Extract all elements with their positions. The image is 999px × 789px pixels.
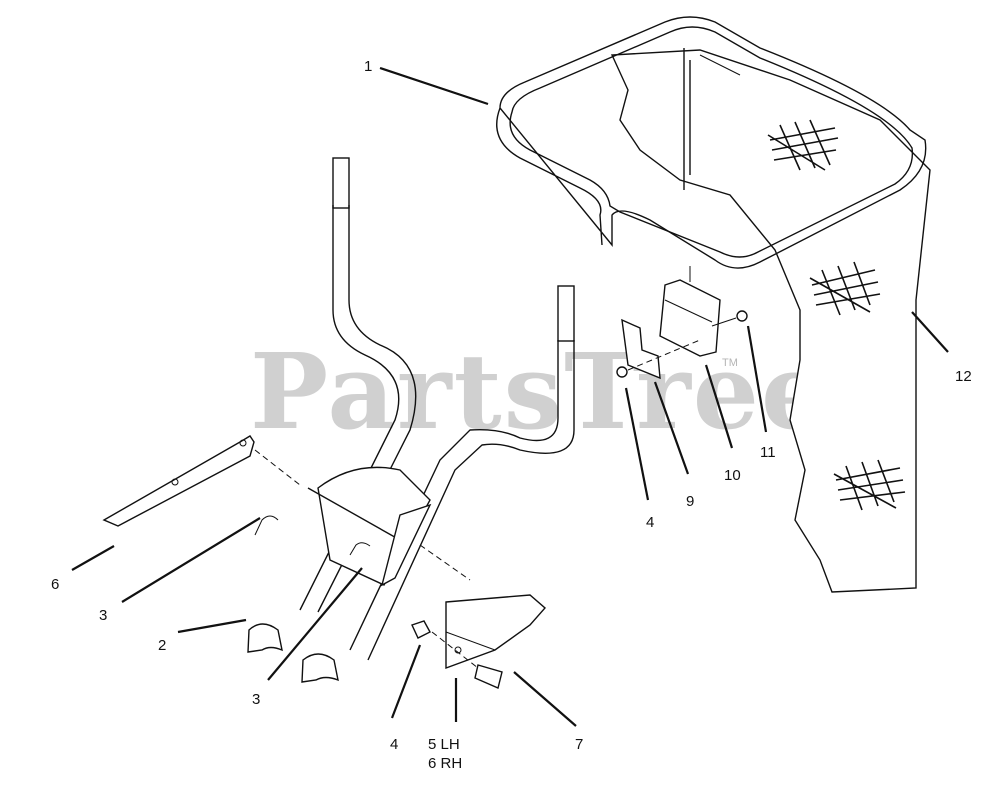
callout-5-lh: 5 LH <box>428 736 460 753</box>
callout-11: 11 <box>760 444 776 461</box>
callout-3-lower: 3 <box>252 691 261 708</box>
nut-4-upper <box>616 339 701 378</box>
handle-assembly <box>247 157 575 683</box>
callout-10: 10 <box>724 467 741 484</box>
bolt-7 <box>431 631 503 689</box>
callout-3-upper: 3 <box>99 607 108 624</box>
bag-frame <box>496 16 927 269</box>
callout-1: 1 <box>364 58 373 75</box>
watermark: PartsTree <box>250 330 830 453</box>
callout-6-rh: 6 RH <box>428 755 463 772</box>
callout-7: 7 <box>575 736 584 753</box>
watermark-trademark: TM <box>722 357 738 369</box>
callout-6: 6 <box>51 576 60 593</box>
bracket-5 <box>445 594 546 670</box>
bolt-11 <box>711 310 748 327</box>
bar-6 <box>102 435 471 581</box>
callout-12: 12 <box>955 368 972 385</box>
bracket-9 <box>621 318 661 380</box>
callout-4-lower: 4 <box>390 736 399 753</box>
bag-bracket-10 <box>659 266 721 357</box>
callout-9: 9 <box>686 493 695 510</box>
leader-lines <box>71 66 949 727</box>
callout-2: 2 <box>158 637 167 654</box>
grass-bag <box>610 48 931 593</box>
nut-4-lower <box>411 620 431 639</box>
callout-4-upper: 4 <box>646 514 655 531</box>
